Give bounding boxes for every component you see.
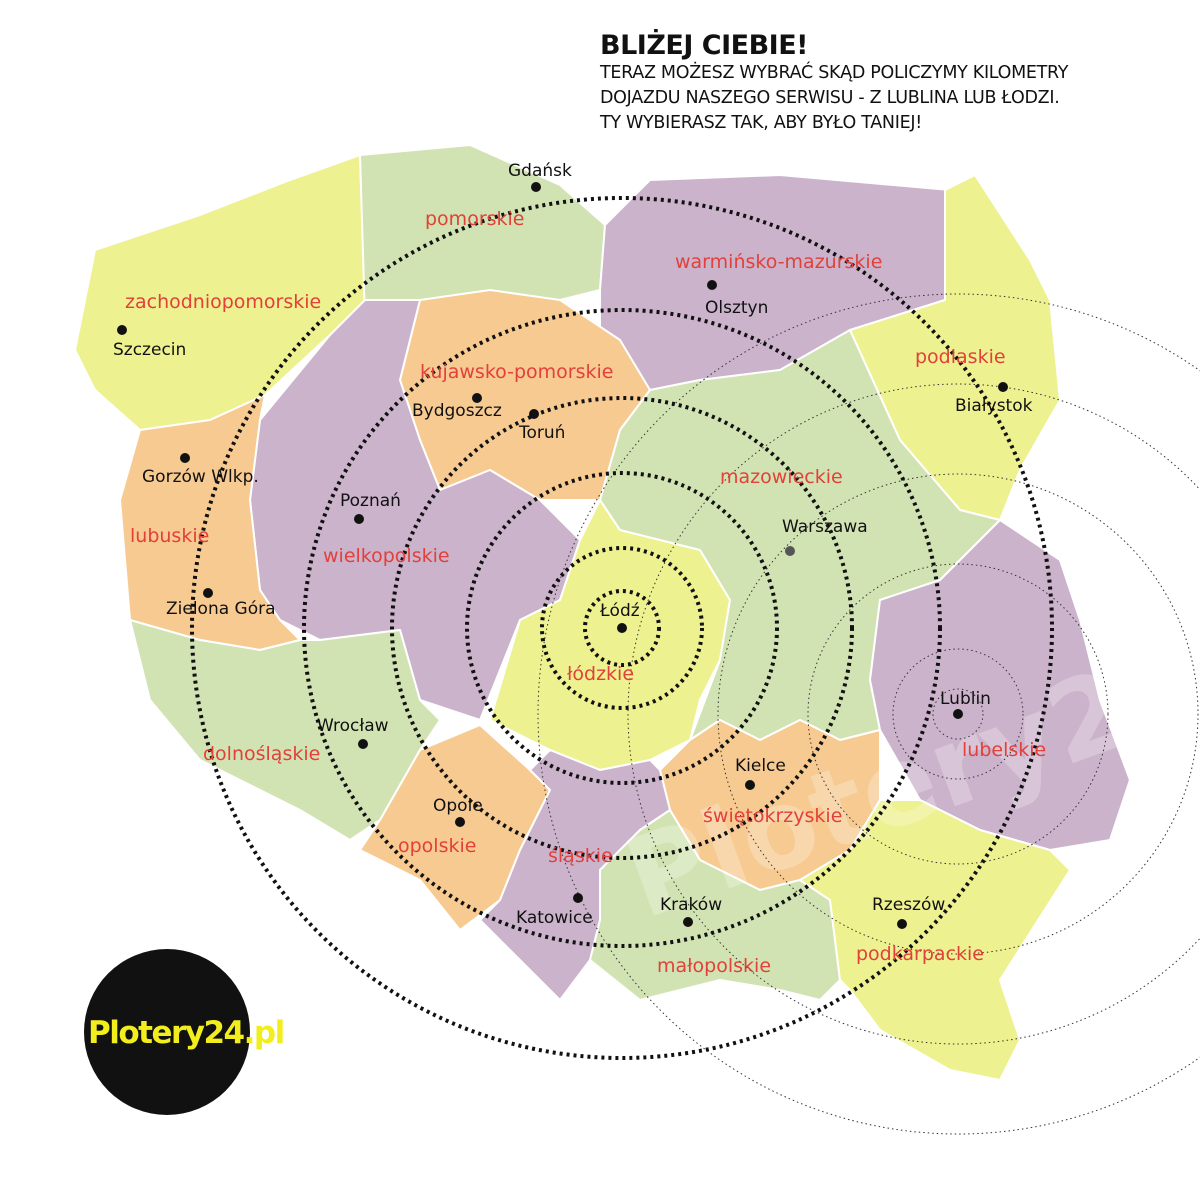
- plotery24-logo: Plotery24.pl: [84, 949, 285, 1115]
- label-warminsko: warmińsko-mazurskie: [675, 251, 882, 273]
- city-bialystok: Białystok: [955, 396, 1033, 416]
- lublin-ring: [627, 383, 1200, 1045]
- city-dot: [683, 917, 693, 927]
- city-dot: [998, 382, 1008, 392]
- city-dot: [573, 893, 583, 903]
- region-dolnoslaskie: [129, 619, 441, 841]
- city-warszawa: Warszawa: [782, 517, 868, 537]
- city-dot: [472, 393, 482, 403]
- logo-badge: [84, 949, 250, 1115]
- city-lublin: Lublin: [940, 689, 991, 709]
- city-dot: [354, 514, 364, 524]
- city-dot: [785, 546, 795, 556]
- lodz-ring: [390, 396, 854, 860]
- city-opole: Opole: [433, 796, 483, 816]
- city-dot: [953, 709, 963, 719]
- label-pomorskie: pomorskie: [425, 208, 525, 230]
- city-dot: [745, 780, 755, 790]
- city-kielce: Kielce: [735, 756, 786, 776]
- lodz-ring: [583, 589, 661, 667]
- city-olsztyn: Olsztyn: [705, 298, 768, 318]
- subline-1: TERAZ MOŻESZ WYBRAĆ SKĄD POLICZYMY KILOM…: [600, 63, 1069, 83]
- city-dot: [180, 453, 190, 463]
- city-dot: [358, 739, 368, 749]
- region-zachodniopomorskie: [74, 154, 366, 431]
- city-katowice: Katowice: [516, 908, 593, 928]
- city-dot: [203, 588, 213, 598]
- city-dot: [529, 409, 539, 419]
- label-malopolskie: małopolskie: [657, 955, 771, 977]
- city-gorzow: Gorzów Wlkp.: [142, 467, 259, 487]
- lodz-ring: [540, 546, 704, 710]
- city-bydgoszcz: Bydgoszcz: [412, 401, 502, 421]
- city-rzeszow: Rzeszów: [872, 895, 945, 915]
- lublin-ring: [807, 563, 1109, 865]
- label-mazowieckie: mazowieckie: [720, 466, 843, 488]
- headline: BLIŻEJ CIEBIE!: [600, 30, 809, 61]
- lublin-ring: [717, 473, 1199, 955]
- city-szczecin: Szczecin: [113, 340, 186, 360]
- city-dot: [897, 919, 907, 929]
- label-lubelskie: lubelskie: [962, 739, 1046, 761]
- city-dot: [707, 280, 717, 290]
- city-zielona-gora: Zielona Góra: [166, 599, 276, 619]
- region-podkarpackie: [799, 799, 1071, 1081]
- header: BLIŻEJ CIEBIE! TERAZ MOŻESZ WYBRAĆ SKĄD …: [600, 30, 1068, 136]
- city-wroclaw: Wrocław: [317, 716, 389, 736]
- label-kujawsko: kujawsko-pomorskie: [420, 361, 613, 383]
- label-swietokrzyskie: świętokrzyskie: [703, 805, 842, 827]
- city-gdansk: Gdańsk: [508, 161, 572, 181]
- label-zachodniopomorskie: zachodniopomorskie: [125, 291, 321, 313]
- city-dot: [531, 182, 541, 192]
- lublin-ring: [892, 648, 1024, 780]
- label-slaskie: śląskie: [548, 845, 613, 867]
- subline-2: DOJAZDU NASZEGO SERWISU - Z LUBLINA LUB …: [600, 88, 1060, 108]
- lublin-ring: [932, 688, 984, 740]
- city-dot: [117, 325, 127, 335]
- subline-3: TY WYBIERASZ TAK, ABY BYŁO TANIEJ!: [600, 113, 922, 133]
- label-podlaskie: podlaskie: [915, 346, 1006, 368]
- lublin-rings: [537, 293, 1200, 1135]
- city-poznan: Poznań: [340, 491, 401, 511]
- label-opolskie: opolskie: [398, 835, 476, 857]
- city-krakow: Kraków: [660, 895, 722, 915]
- logo-text: Plotery24.pl: [88, 1015, 284, 1051]
- region-lubelskie: [869, 519, 1131, 851]
- lublin-ring: [537, 293, 1200, 1135]
- lodz-ring: [190, 196, 1054, 1060]
- city-torun: Toruń: [518, 423, 565, 443]
- label-wielkopolskie: wielkopolskie: [323, 545, 450, 567]
- label-lubuskie: lubuskie: [130, 525, 209, 547]
- label-lodzkie: łódzkie: [567, 663, 634, 685]
- lodz-ring: [465, 471, 779, 785]
- city-dot: [455, 817, 465, 827]
- lodz-ring: [302, 308, 942, 948]
- city-lodz: Łódź: [599, 601, 640, 621]
- label-dolnoslaskie: dolnośląskie: [203, 743, 320, 765]
- label-podkarpackie: podkarpackie: [856, 943, 984, 965]
- city-dot: [617, 623, 627, 633]
- lodz-rings: [190, 196, 1054, 1060]
